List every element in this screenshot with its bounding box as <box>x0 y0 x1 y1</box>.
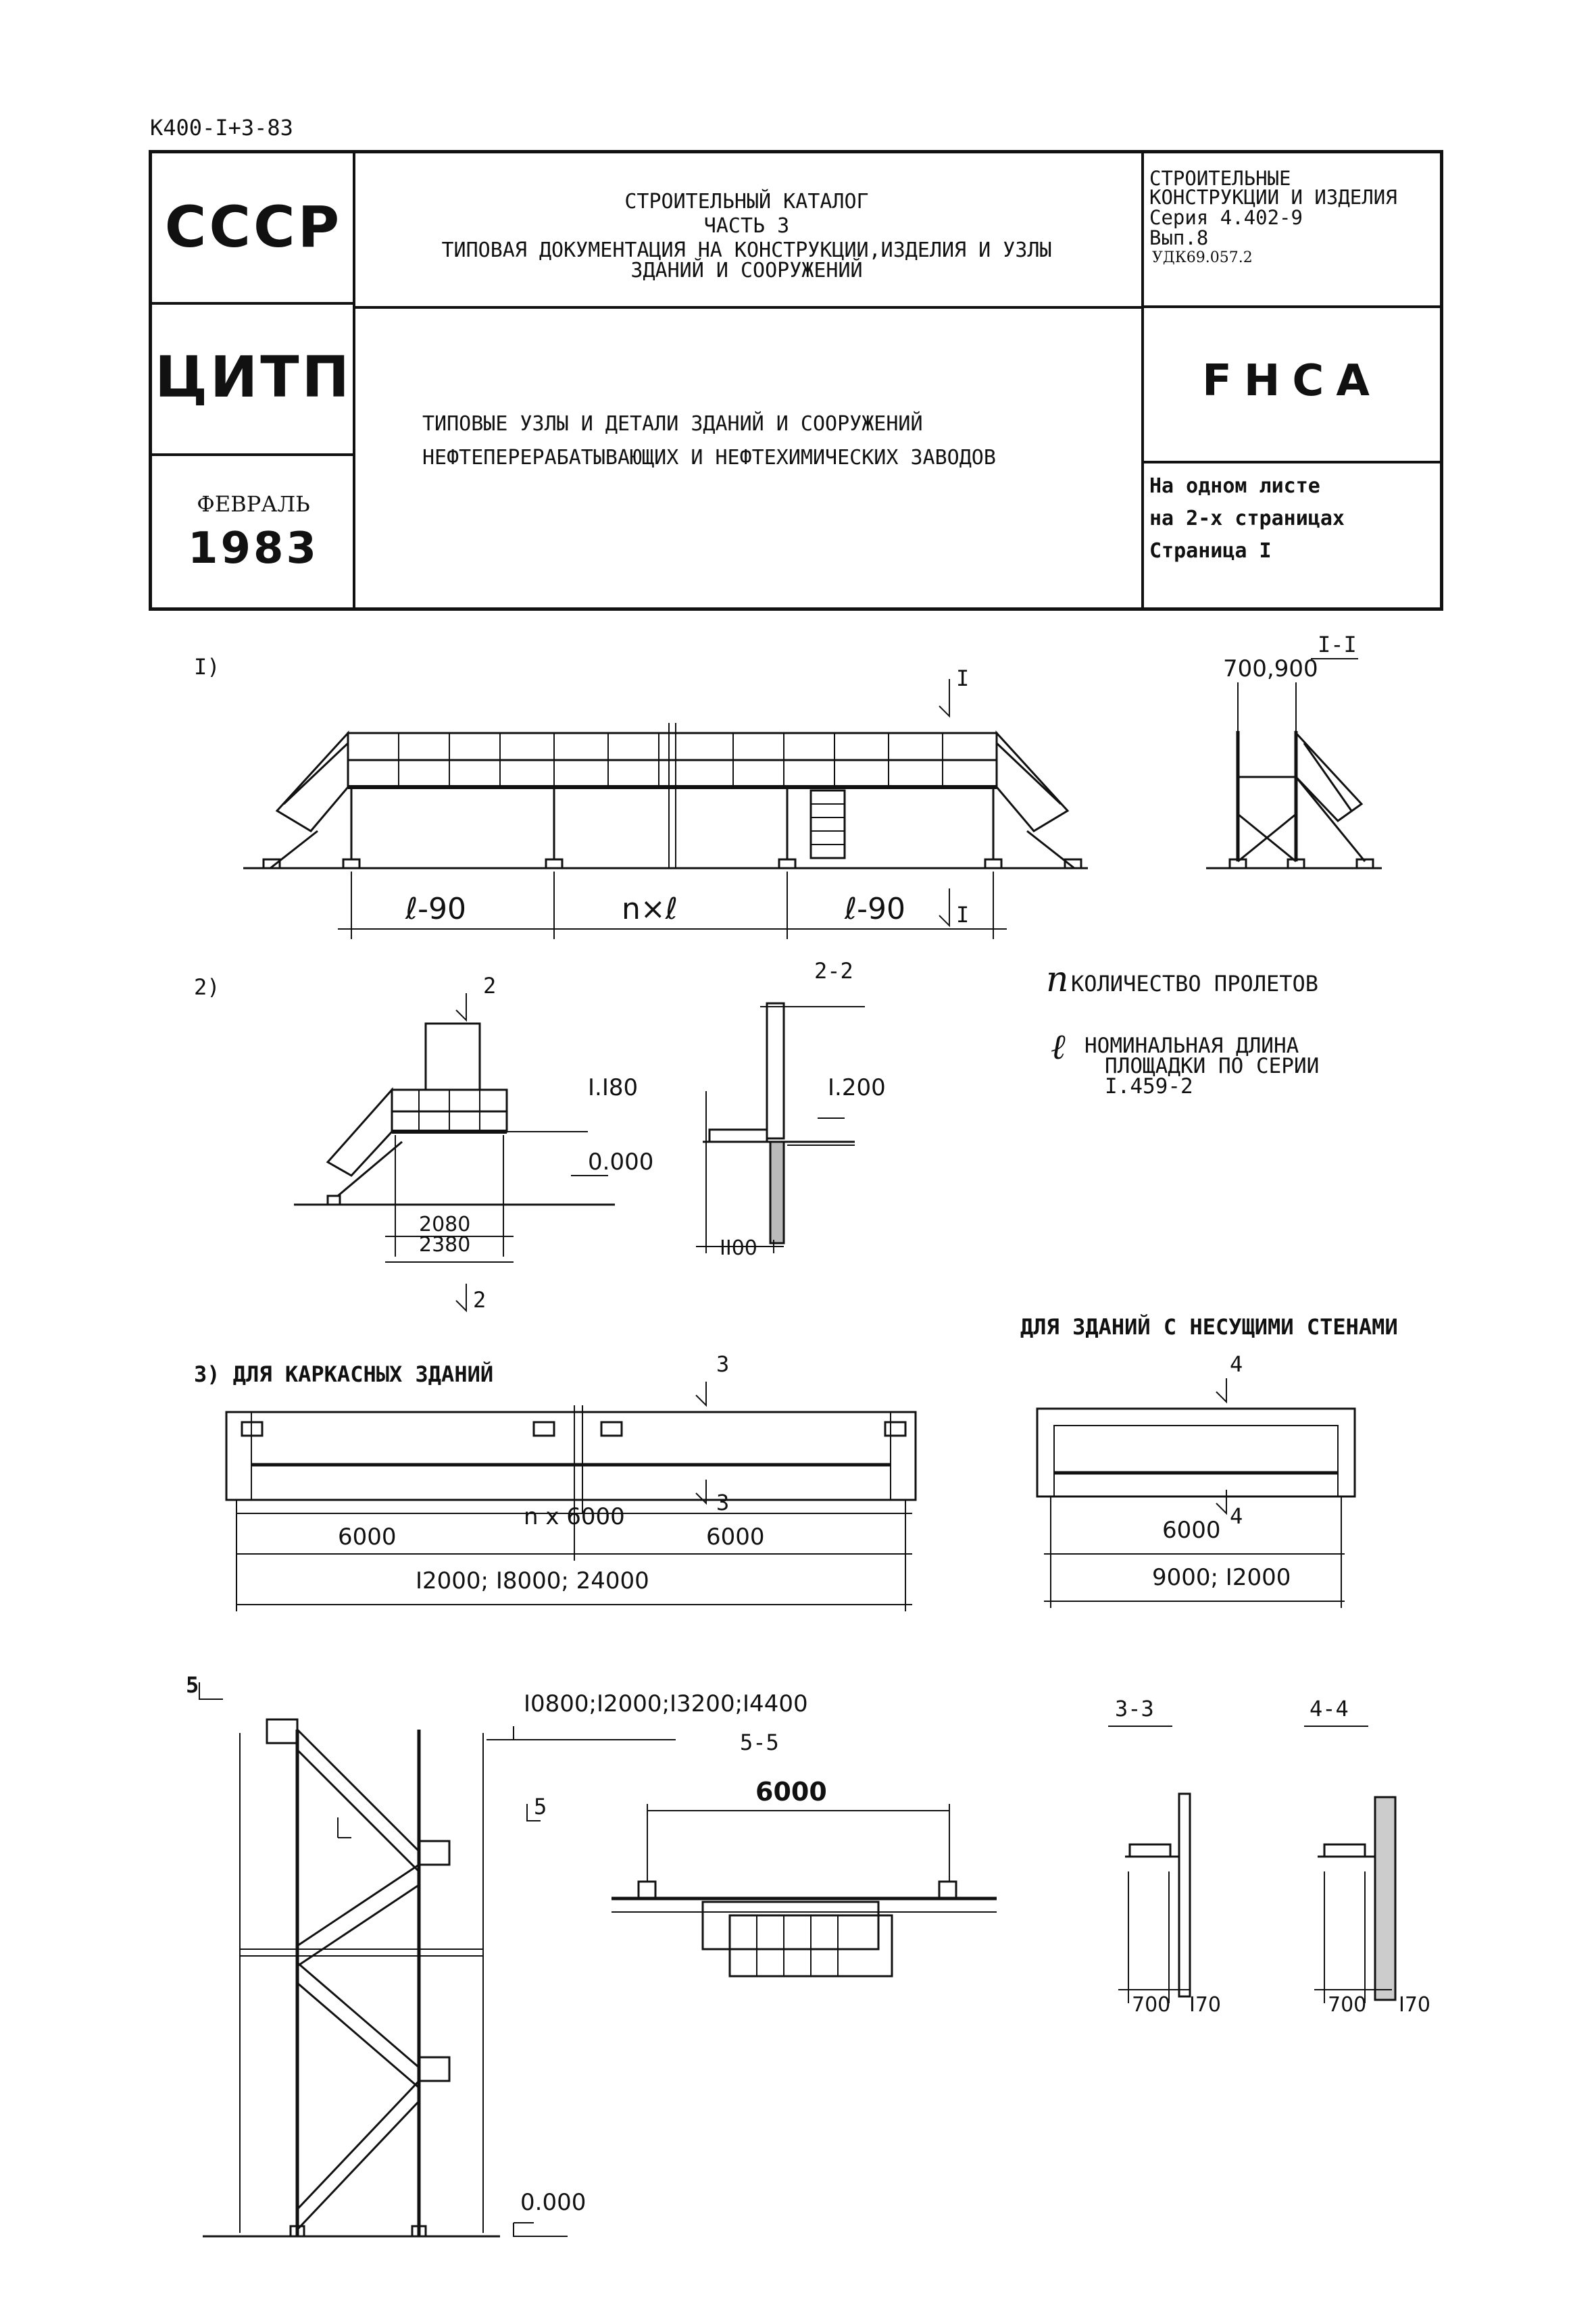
sheet-line-3: Страница I <box>1149 539 1272 563</box>
sheet-line-1: На одном листе <box>1149 474 1320 498</box>
fig2-cut-mark-bottom: 2 <box>473 1287 487 1313</box>
org-citp: ЦИТП <box>155 344 352 410</box>
catalog-line-2: ЧАСТЬ 3 <box>703 214 790 238</box>
fig1-number: I) <box>194 654 220 680</box>
divider <box>1141 153 1144 607</box>
fig1-section-width: 700,900 <box>1223 655 1318 682</box>
fig3-label: 3) ДЛЯ КАРКАСНЫХ ЗДАНИЙ <box>194 1361 494 1387</box>
legend-l-symbol: ℓ <box>1051 1027 1066 1067</box>
code-mark: FHCA <box>1202 356 1382 406</box>
divider <box>152 453 353 456</box>
fig3-cut-mark: 3 <box>716 1351 730 1377</box>
divider <box>353 153 355 607</box>
fig2-dim-outer: 2380 <box>419 1233 471 1257</box>
fig1-section <box>1206 658 1382 870</box>
fig4-plan <box>1036 1378 1356 1608</box>
fig5-section-plan <box>612 1804 997 1978</box>
section-3-3 <box>1108 1726 1191 2003</box>
fig4-cut-mark-bottom: 4 <box>1230 1503 1243 1529</box>
fig4-cut-mark: 4 <box>1230 1351 1243 1377</box>
fig3-dim-left: 6000 <box>338 1524 397 1551</box>
fig3-dim-right: 6000 <box>706 1524 765 1551</box>
fig5-section-title: 5-5 <box>740 1730 779 1755</box>
issue-number: Вып.8 <box>1149 226 1209 249</box>
fig2-dim-inner: 2080 <box>419 1213 471 1236</box>
fig5-heights: I0800;I2000;I3200;I4400 <box>524 1690 808 1717</box>
fig2-elevation-floor: I.200 <box>828 1074 886 1101</box>
fig3-cut-mark-bottom: 3 <box>716 1490 730 1515</box>
section-4-4 <box>1304 1726 1397 2003</box>
legend-l-line-2: ПЛОЩАДКИ ПО СЕРИИ <box>1105 1054 1320 1078</box>
fig3-dim-total: I2000; I8000; 24000 <box>416 1567 649 1594</box>
series-number: Серия 4.402-9 <box>1149 206 1303 229</box>
catalog-line-3: ТИПОВАЯ ДОКУМЕНТАЦИЯ НА КОНСТРУКЦИИ,ИЗДЕ… <box>441 238 1052 262</box>
sheet-line-2: на 2-х страницах <box>1149 507 1345 530</box>
fig4-dim: 6000 <box>1162 1517 1221 1544</box>
fig2-landing-elevation <box>294 993 615 1313</box>
fig1-section-title: I-I <box>1318 632 1357 657</box>
fig3-plan <box>225 1382 917 1611</box>
legend-l-line-1: НОМИНАЛЬНАЯ ДЛИНА <box>1084 1034 1299 1058</box>
fig3-dim-middle: n x 6000 <box>524 1503 625 1530</box>
fig5-plan-dim: 6000 <box>755 1777 827 1807</box>
legend-n-symbol: n <box>1046 959 1069 1000</box>
section-3-3-dim-width: 700 <box>1132 1993 1171 2017</box>
section-4-4-dim-offset: I70 <box>1399 1993 1431 2017</box>
udk-code: УДК69.057.2 <box>1152 249 1253 266</box>
fig2-elevation-landing: I.I80 <box>588 1074 639 1101</box>
fig2-section-title: 2-2 <box>814 958 853 984</box>
fig1-cut-mark-bottom: I <box>956 902 970 928</box>
fig1-cut-mark: I <box>956 665 970 691</box>
doc-title-line-2: НЕФТЕПЕРЕРАБАТЫВАЮЩИХ И НЕФТЕХИМИЧЕСКИХ … <box>422 446 996 470</box>
divider <box>1141 461 1443 463</box>
section-4-4-title: 4-4 <box>1310 1696 1349 1721</box>
fig1-platform-elevation <box>243 679 1088 939</box>
fig5-elevation: 0.000 <box>520 2189 587 2216</box>
fig4-dim-total: 9000; I2000 <box>1152 1564 1291 1591</box>
fig2-number: 2) <box>194 974 220 1000</box>
doc-title-line-1: ТИПОВЫЕ УЗЛЫ И ДЕТАЛИ ЗДАНИЙ И СООРУЖЕНИ… <box>422 412 923 436</box>
fig2-dim-offset: II00 <box>720 1236 757 1260</box>
fig5-number: 5 <box>186 1672 199 1698</box>
title-block: СССР ЦИТП ФЕВРАЛЬ 1983 СТРОИТЕЛЬНЫЙ КАТА… <box>149 150 1443 611</box>
right-line-1: СТРОИТЕЛЬНЫЕ <box>1149 167 1291 190</box>
fig2-section <box>696 1002 865 1253</box>
document-code: К400-I+3-83 <box>150 115 293 141</box>
legend-l-line-3: I.459-2 <box>1105 1074 1193 1099</box>
fig1-dim-middle: n×ℓ <box>622 892 678 926</box>
section-4-4-dim-width: 700 <box>1328 1993 1367 2017</box>
fig2-elevation-ground: 0.000 <box>588 1149 654 1176</box>
fig1-dim-left: ℓ-90 <box>405 892 467 926</box>
issue-month: ФЕВРАЛЬ <box>197 491 310 517</box>
right-line-2: КОНСТРУКЦИИ И ИЗДЕЛИЯ <box>1149 186 1397 209</box>
catalog-line-1: СТРОИТЕЛЬНЫЙ КАТАЛОГ <box>624 190 869 213</box>
divider <box>152 302 353 305</box>
issue-year: 1983 <box>187 524 320 574</box>
fig5-cut-mark: 5 <box>534 1794 547 1819</box>
fig5-stair-elevation <box>199 1682 676 2238</box>
org-ussr: СССР <box>164 194 343 260</box>
fig2-cut-mark: 2 <box>483 973 497 999</box>
fig1-dim-right: ℓ-90 <box>845 892 906 926</box>
divider <box>1141 305 1443 308</box>
section-3-3-dim-offset: I70 <box>1189 1993 1222 2017</box>
catalog-line-4: ЗДАНИЙ И СООРУЖЕНИЙ <box>630 259 863 282</box>
fig4-label: ДЛЯ ЗДАНИЙ С НЕСУЩИМИ СТЕНАМИ <box>1020 1314 1398 1340</box>
divider <box>353 306 1141 309</box>
legend-n-text: КОЛИЧЕСТВО ПРОЛЕТОВ <box>1071 971 1319 997</box>
section-3-3-title: 3-3 <box>1115 1696 1154 1721</box>
